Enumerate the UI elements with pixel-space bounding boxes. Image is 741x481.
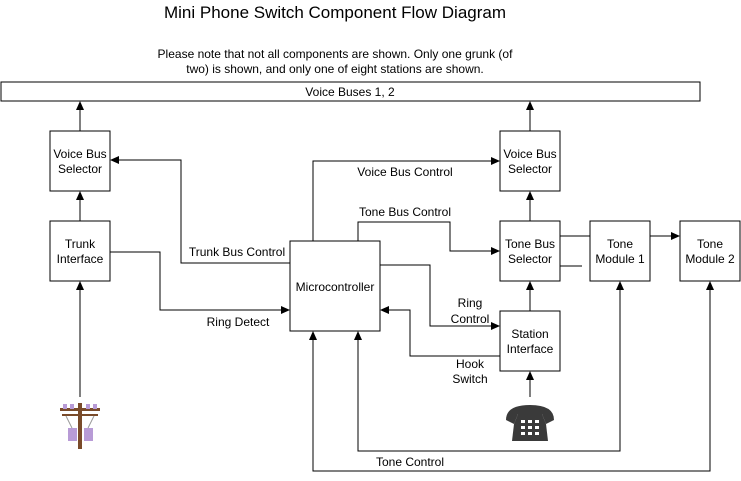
trunk-interface-label-1: Trunk	[65, 237, 96, 251]
telephone-icon	[506, 405, 554, 441]
edge-tone-bus-control	[357, 221, 492, 252]
tone-bus-selector-box: Tone Bus Selector	[499, 220, 561, 282]
diagram-note-line-1: Please note that not all components are …	[158, 47, 514, 61]
voice-bus-control-label: Voice Bus Control	[357, 165, 452, 179]
tone-module-1-box: Tone Module 1	[589, 220, 651, 282]
hook-switch-label-1: Hook	[456, 357, 485, 371]
station-interface-box: Station Interface	[499, 310, 561, 372]
edge-trunk-bus-control	[118, 159, 290, 264]
microcontroller-box: Microcontroller	[289, 240, 381, 332]
diagram-title: Mini Phone Switch Component Flow Diagram	[164, 3, 506, 22]
voice-buses-label: Voice Buses 1, 2	[305, 85, 395, 99]
diagram-note-line-2: two) is shown, and only one of eight sta…	[186, 62, 484, 76]
voice-bus-selector-right-box: Voice Bus Selector	[499, 130, 561, 192]
microcontroller-label: Microcontroller	[296, 280, 375, 294]
connection-lines	[79, 109, 711, 472]
ring-control-label-2: Control	[451, 312, 490, 326]
edge-hook-switch	[388, 309, 500, 357]
trunk-interface-label-2: Interface	[57, 252, 104, 266]
tone-bus-control-label: Tone Bus Control	[359, 205, 451, 219]
voice-bus-selector-right-label-1: Voice Bus	[503, 147, 556, 161]
tone-bus-selector-label-1: Tone Bus	[505, 237, 555, 251]
edge-voice-bus-control	[312, 160, 492, 241]
tone-bus-selector-label-2: Selector	[508, 252, 552, 266]
ring-control-label-1: Ring	[458, 296, 483, 310]
tone-module-2-box: Tone Module 2	[679, 220, 741, 282]
telephone-pole-icon	[60, 403, 100, 449]
trunk-interface-box: Trunk Interface	[49, 220, 111, 282]
voice-buses-box: Voice Buses 1, 2	[0, 81, 701, 102]
station-interface-label-1: Station	[511, 327, 548, 341]
voice-bus-selector-left-label-2: Selector	[58, 162, 102, 176]
voice-bus-selector-left-box: Voice Bus Selector	[49, 130, 111, 192]
tone-module-2-label-1: Tone	[697, 237, 723, 251]
tone-control-label: Tone Control	[376, 455, 444, 469]
edge-ring-detect	[110, 251, 282, 311]
tone-module-2-label-2: Module 2	[685, 252, 735, 266]
voice-bus-selector-left-label-1: Voice Bus	[53, 147, 106, 161]
edge-tone-control-outer	[312, 290, 711, 472]
trunk-bus-control-label: Trunk Bus Control	[189, 245, 285, 259]
edge-tone-control-inner	[357, 290, 621, 452]
tone-module-1-label-2: Module 1	[595, 252, 645, 266]
tone-module-1-label-1: Tone	[607, 237, 633, 251]
station-interface-label-2: Interface	[507, 342, 554, 356]
edge-ring-control	[380, 264, 492, 327]
hook-switch-label-2: Switch	[452, 372, 487, 386]
voice-bus-selector-right-label-2: Selector	[508, 162, 552, 176]
ring-detect-label: Ring Detect	[207, 315, 270, 329]
